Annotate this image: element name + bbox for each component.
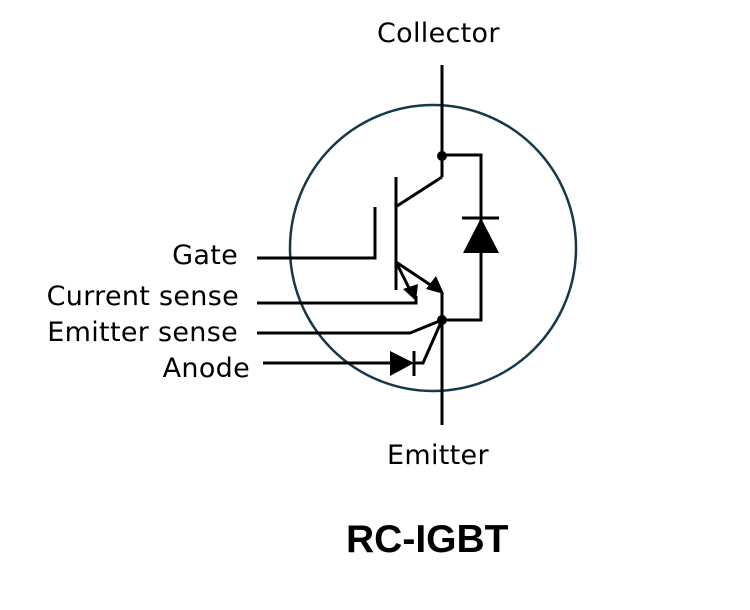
current-sense-lead bbox=[257, 296, 418, 305]
collector-junction-dot bbox=[437, 151, 447, 161]
device-enclosure-circle bbox=[288, 103, 578, 393]
emitter-junction-line bbox=[395, 260, 433, 288]
emitter-sense-lead bbox=[257, 318, 443, 335]
collector-junction-line bbox=[396, 175, 443, 208]
emitter-junction-dot bbox=[437, 315, 447, 325]
freewheel-diode-icon bbox=[463, 218, 499, 253]
collector-label: Collector bbox=[377, 18, 500, 49]
current-sense-label: Current sense bbox=[46, 281, 239, 312]
gate-label: Gate bbox=[172, 240, 238, 271]
gate-lead bbox=[257, 207, 377, 260]
diagram-title: RC-IGBT bbox=[346, 518, 509, 561]
emitter-arrow-icon bbox=[426, 276, 444, 294]
sense-diode-cathode-lead bbox=[414, 319, 444, 365]
current-sense-junction-line bbox=[394, 261, 412, 291]
anode-label: Anode bbox=[162, 353, 250, 384]
emitter-sense-label: Emitter sense bbox=[47, 317, 238, 348]
emitter-label: Emitter bbox=[387, 440, 489, 471]
sense-diode-icon bbox=[390, 351, 414, 376]
current-sense-arrow-icon bbox=[403, 284, 418, 301]
